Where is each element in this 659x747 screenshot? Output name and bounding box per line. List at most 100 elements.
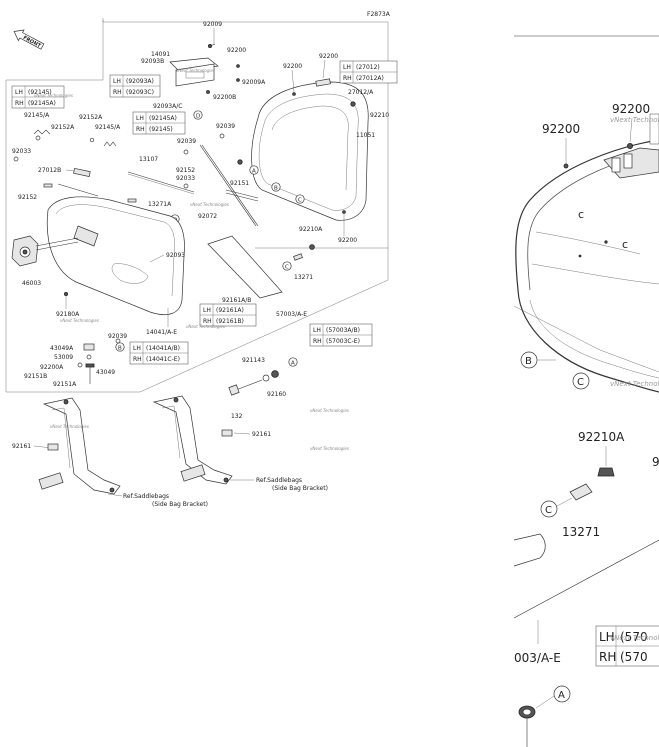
svg-text:vNext Technologies: vNext Technologies	[176, 68, 215, 73]
zoom-callout-92200-a: 92200	[542, 122, 580, 136]
callout-14091: 14091	[151, 51, 170, 58]
callout-92200-lid2: 92200	[319, 53, 338, 60]
front-arrow: FRONT	[13, 29, 45, 50]
svg-text:D: D	[196, 114, 200, 120]
bolt-and-washers	[228, 370, 279, 396]
svg-text:vNext Technologies: vNext Technologies	[50, 424, 89, 429]
lock-assembly-46003	[11, 235, 79, 267]
svg-text:vNext Technologies: vNext Technologies	[310, 446, 349, 451]
callout-92033-a: 92033	[176, 175, 195, 182]
svg-text:vNext Technologies: vNext Technologies	[190, 202, 229, 207]
callout-92210: 92210	[370, 112, 389, 119]
svg-text:c: c	[622, 238, 628, 251]
zoom-marker-a: A	[553, 685, 571, 703]
svg-text:(570: (570	[620, 650, 648, 664]
table-92145: LH (92145) RH (92145A)	[11, 85, 65, 109]
svg-text:C: C	[577, 377, 584, 388]
svg-text:LH: LH	[133, 345, 141, 352]
callout-92039-c: 92039	[108, 333, 127, 340]
callout-92200a: 92200A	[40, 364, 64, 371]
callout-46003: 46003	[22, 280, 41, 287]
callout-92145a-left: 92145/A	[24, 112, 50, 119]
svg-text:vNext Technologies: vNext Technologies	[34, 93, 73, 98]
callout-92145a-mid: 92145/A	[95, 124, 121, 131]
marker-b-lid: B	[271, 182, 281, 192]
main-frame	[5, 80, 389, 393]
svg-text:(92145): (92145)	[28, 89, 52, 96]
svg-text:(92093A): (92093A)	[126, 78, 154, 85]
table-92161: LH (92161A) RH (92161B)	[199, 303, 257, 327]
zoomed-detail-view: c c 92200 92200 vNext Technologies B C v…	[513, 35, 659, 747]
exploded-diagram: F2873A FRONT 92009 14091 92093B 92200 92…	[5, 11, 398, 508]
callout-13107: 13107	[139, 156, 158, 163]
svg-text:(92093C): (92093C)	[126, 89, 154, 96]
callout-92161-right: 92161	[252, 431, 271, 438]
ref-saddlebags-sub-2: (Side Bag Bracket)	[272, 485, 328, 492]
svg-text:RH: RH	[599, 650, 616, 664]
callout-92009a: 92009A	[242, 79, 266, 86]
callout-92200-top: 92200	[227, 47, 246, 54]
callout-921143: 921143	[242, 357, 265, 364]
diagram-code: F2873A	[367, 11, 391, 18]
zoom-marker-b: B	[520, 351, 538, 369]
svg-text:(14041C-E): (14041C-E)	[146, 356, 180, 363]
svg-text:B: B	[525, 356, 532, 367]
svg-text:vNext Technologies: vNext Technologies	[60, 318, 99, 323]
svg-text:A: A	[252, 169, 256, 175]
callout-92152a-left: 92152A	[79, 114, 103, 121]
callout-92200-lid: 92200	[283, 63, 302, 70]
callout-92152-left: 92152	[18, 194, 37, 201]
callout-43049a: 43049A	[50, 345, 74, 352]
svg-text:RH: RH	[133, 356, 142, 363]
side-bag-bracket-left	[38, 397, 121, 495]
svg-text:(27012): (27012)	[356, 64, 380, 71]
svg-text:RH: RH	[343, 75, 352, 82]
svg-text:(57003A/B): (57003A/B)	[326, 327, 360, 334]
svg-text:(14041A/B): (14041A/B)	[146, 345, 180, 352]
upper-frame-left	[6, 20, 104, 81]
svg-text:RH: RH	[203, 318, 212, 325]
callout-92210a: 92210A	[299, 226, 323, 233]
callout-92151a: 92151A	[53, 381, 77, 388]
callout-53009: 53009	[54, 354, 73, 361]
rubber-strip	[207, 235, 283, 299]
callout-92033-left: 92033	[12, 148, 31, 155]
svg-text:vNext Technologies: vNext Technologies	[186, 324, 225, 329]
callout-92009: 92009	[203, 21, 222, 28]
callout-92039-b: 92039	[177, 138, 196, 145]
zoom-callout-9: 9	[652, 455, 659, 469]
zoom-latch	[603, 142, 659, 179]
zoom-callout-57003: 003/A-E	[514, 651, 561, 665]
callout-92093b: 92093B	[141, 58, 164, 65]
zoom-clip-13271	[569, 483, 593, 501]
callout-92151: 92151	[230, 180, 249, 187]
callout-27012b: 27012B	[38, 167, 61, 174]
table-27012: LH (27012) RH (27012A)	[339, 60, 398, 84]
front-label: FRONT	[22, 35, 42, 50]
svg-text:RH: RH	[313, 338, 322, 345]
ref-saddlebags-sub-1: (Side Bag Bracket)	[152, 501, 208, 508]
svg-text:LH: LH	[136, 115, 144, 122]
svg-text:RH: RH	[136, 126, 145, 133]
zoom-table-57003: LH (570 RH (570	[595, 625, 659, 667]
table-92145a: LH (92145A) RH (92145)	[132, 111, 186, 135]
svg-text:LH: LH	[15, 89, 23, 96]
marker-c-lower: C	[282, 261, 292, 271]
ref-saddlebags-1: Ref.Saddlebags	[123, 493, 169, 500]
marker-a-lower: A	[288, 357, 298, 367]
svg-text:LH: LH	[313, 327, 321, 334]
callout-92160: 92160	[267, 391, 286, 398]
svg-text:(92145A): (92145A)	[149, 115, 177, 122]
svg-text:vNext Technologies: vNext Technologies	[310, 408, 349, 413]
marker-a-lid: A	[249, 165, 259, 175]
svg-text:LH: LH	[599, 630, 615, 644]
marker-d-top: D	[193, 110, 203, 120]
callout-43049: 43049	[96, 369, 115, 376]
callout-92072: 92072	[198, 213, 217, 220]
callout-27012a: 27012/A	[348, 89, 374, 96]
latch-hardware	[77, 343, 95, 384]
callout-92152a-mid: 92152A	[51, 124, 75, 131]
table-92093a: LH (92093A) RH (92093C)	[109, 74, 161, 98]
table-14041: LH (14041A/B) RH (14041C-E)	[129, 341, 189, 365]
